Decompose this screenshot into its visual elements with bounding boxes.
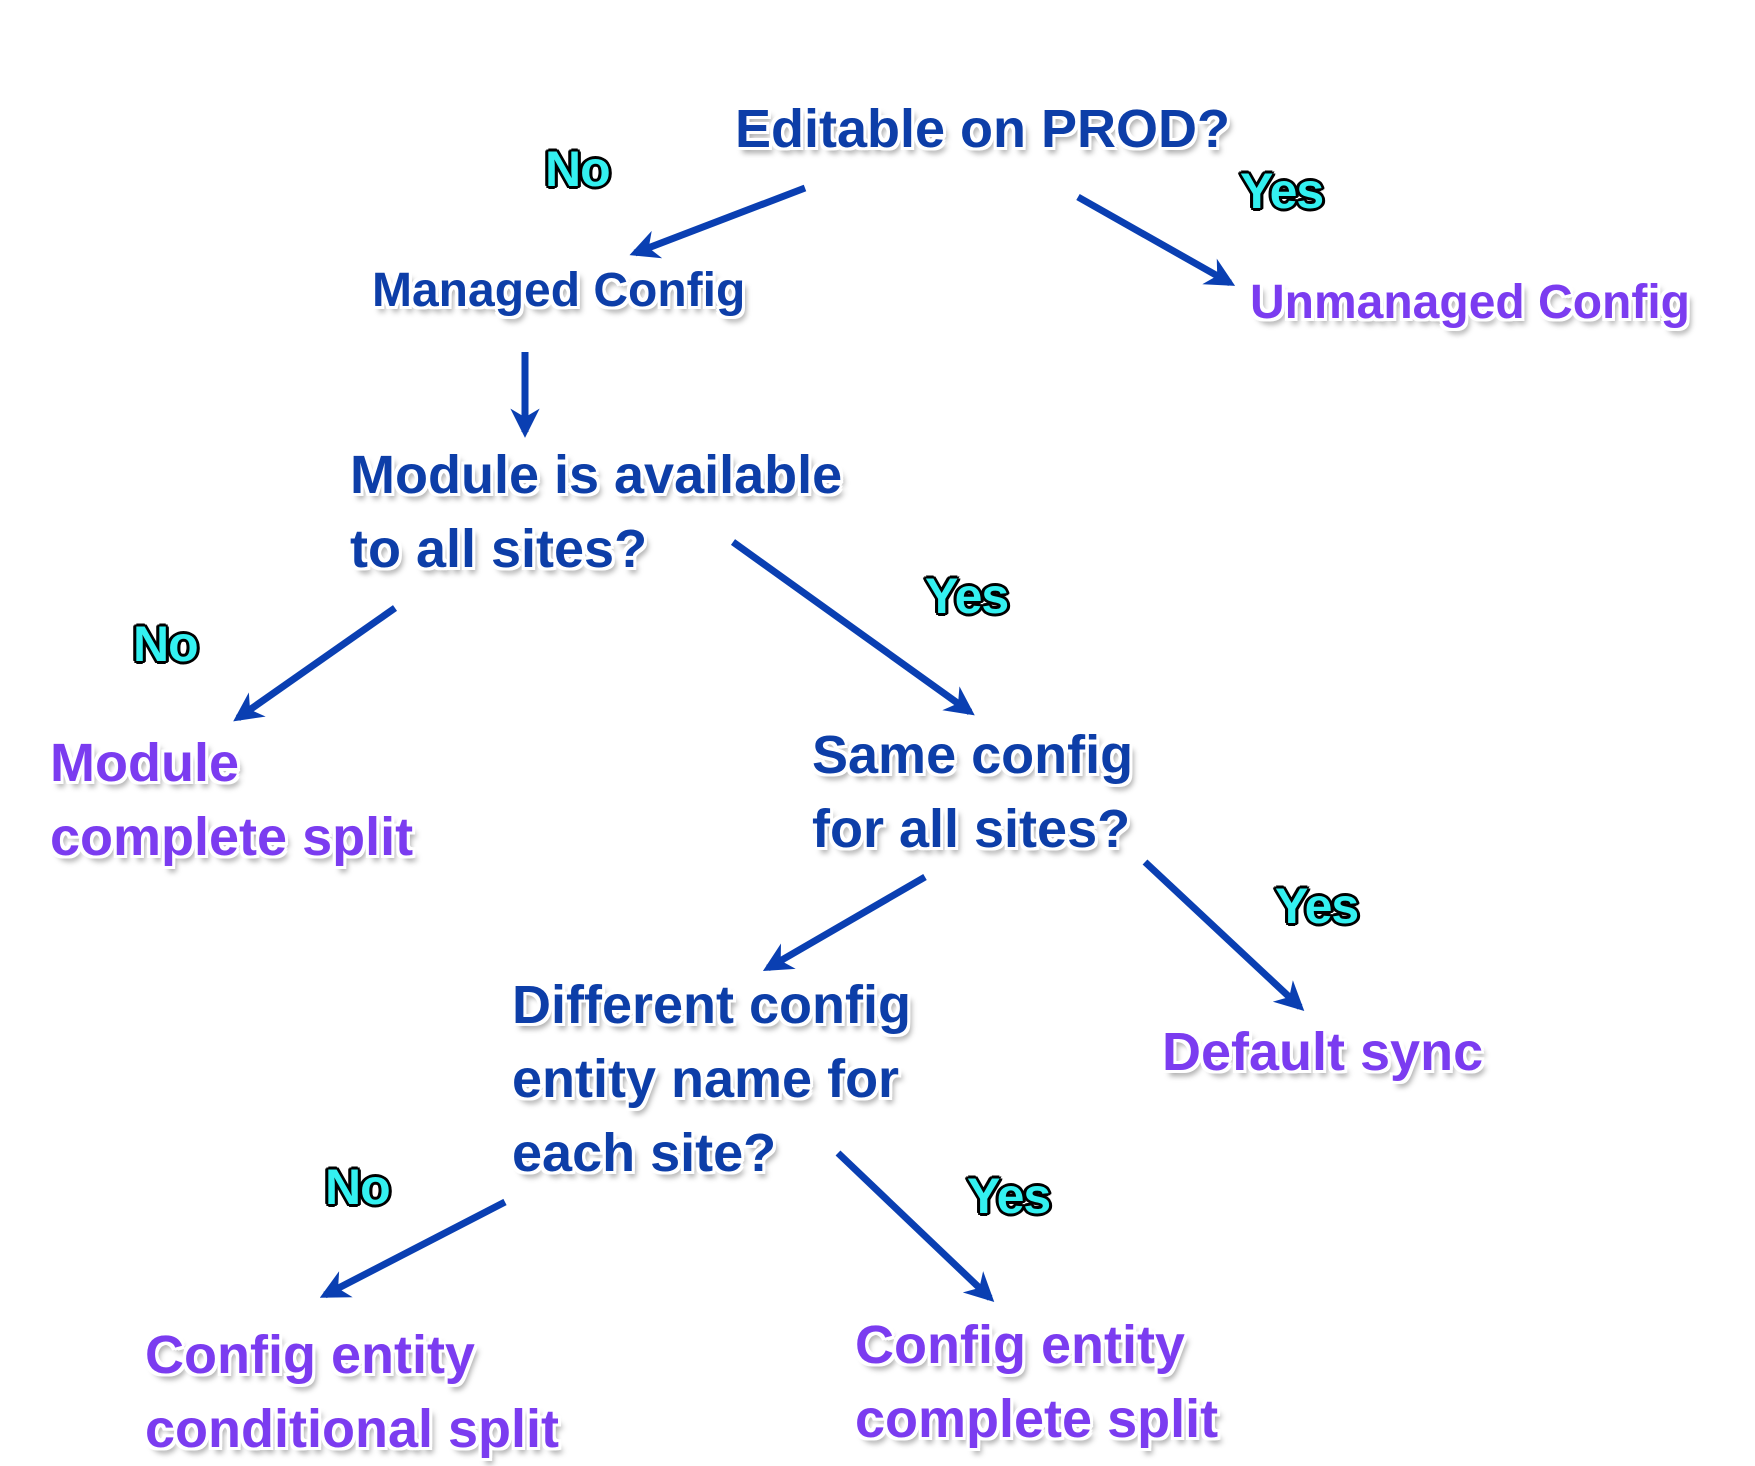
outcome-unmanaged-config: Unmanaged Config bbox=[1250, 276, 1690, 329]
arrow-editable-to-managed bbox=[629, 184, 807, 259]
arrow-same-to-default-sync bbox=[1142, 859, 1305, 1012]
outcome-complete-split: Config entity complete split bbox=[855, 1315, 1219, 1449]
question-editable-on-prod: Editable on PROD? bbox=[735, 99, 1231, 159]
arrow-editable-to-unmanaged bbox=[1076, 193, 1236, 287]
outcome-default-sync: Default sync bbox=[1162, 1022, 1484, 1082]
branch-label-module-yes: Yes bbox=[925, 568, 1009, 624]
arrow-different-to-complete bbox=[835, 1150, 995, 1303]
outcome-module-complete-split: Module complete split bbox=[50, 733, 414, 867]
arrow-same-to-different bbox=[762, 873, 927, 972]
branch-label-different-yes: Yes bbox=[967, 1168, 1051, 1224]
branch-label-different-no: No bbox=[325, 1159, 391, 1215]
branch-label-editable-yes: Yes bbox=[1240, 163, 1324, 219]
question-module-available: Module is available to all sites? bbox=[350, 445, 843, 579]
arrow-different-to-conditional bbox=[319, 1198, 507, 1299]
arrow-module-to-module-split bbox=[233, 605, 398, 722]
arrow-module-to-same bbox=[730, 539, 975, 716]
question-different-entity-name: Different config entity name for each si… bbox=[512, 975, 911, 1183]
branch-label-module-no: No bbox=[133, 616, 199, 672]
branch-label-same-yes: Yes bbox=[1275, 878, 1359, 934]
node-managed-config: Managed Config bbox=[372, 264, 746, 317]
question-same-config: Same config for all sites? bbox=[812, 725, 1134, 859]
branch-label-editable-no: No bbox=[545, 141, 611, 197]
outcome-conditional-split: Config entity conditional split bbox=[145, 1325, 559, 1459]
